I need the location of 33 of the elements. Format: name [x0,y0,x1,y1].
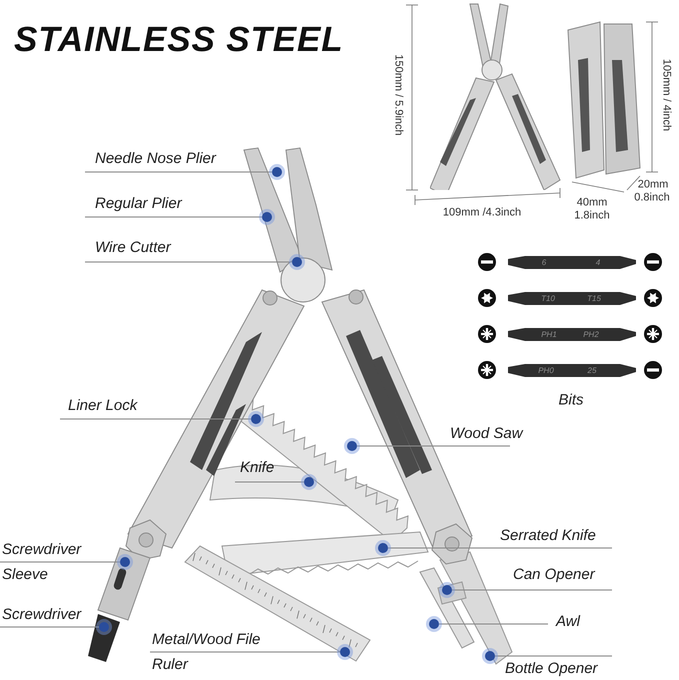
dimension-label: 40mm [576,198,608,208]
callout-label: Wood Saw [450,425,523,443]
leader-line [84,216,262,218]
callout-label: Liner Lock [68,397,138,415]
callout-label: Regular Plier [95,195,182,213]
caption: Bits [558,392,584,408]
dimension-label: 0.8inch [634,192,670,204]
callout-label: Needle Nose Plier [95,150,216,168]
callout-label: Sleeve [2,566,49,584]
bit-size-marking: 4 [596,259,600,267]
dimension-label: 109mm /4.3inch [442,208,522,218]
bit-size-marking: 6 [542,259,546,267]
bit-size-marking: PH0 [538,367,554,375]
callout-label: Bottle Opener [505,660,598,678]
title: STAINLESS STEEL [14,22,344,57]
callout-label: Knife [240,459,274,477]
bit-size-marking: PH2 [583,331,599,339]
callout-label: Can Opener [513,566,595,584]
callout-label: Screwdriver [2,541,82,559]
dimension-label: 150mm / 5.9inch [392,54,404,136]
bit-size-marking: T15 [587,295,601,303]
callout-label: Metal/Wood File [152,631,260,649]
bit-size-marking: 25 [588,367,596,375]
bit-size-marking: PH1 [541,331,557,339]
dimension-label: 1.8inch [574,210,610,222]
bit-size-marking: T10 [541,295,555,303]
dimension-label: 105mm / 4inch [660,58,672,132]
callout-label: Ruler [152,656,190,674]
callout-label: Screwdriver [2,606,82,624]
callout-label: Wire Cutter [95,239,171,257]
dimension-label: 20mm [638,180,668,190]
callout-label: Serrated Knife [500,527,596,545]
callout-label: Awl [556,613,580,631]
